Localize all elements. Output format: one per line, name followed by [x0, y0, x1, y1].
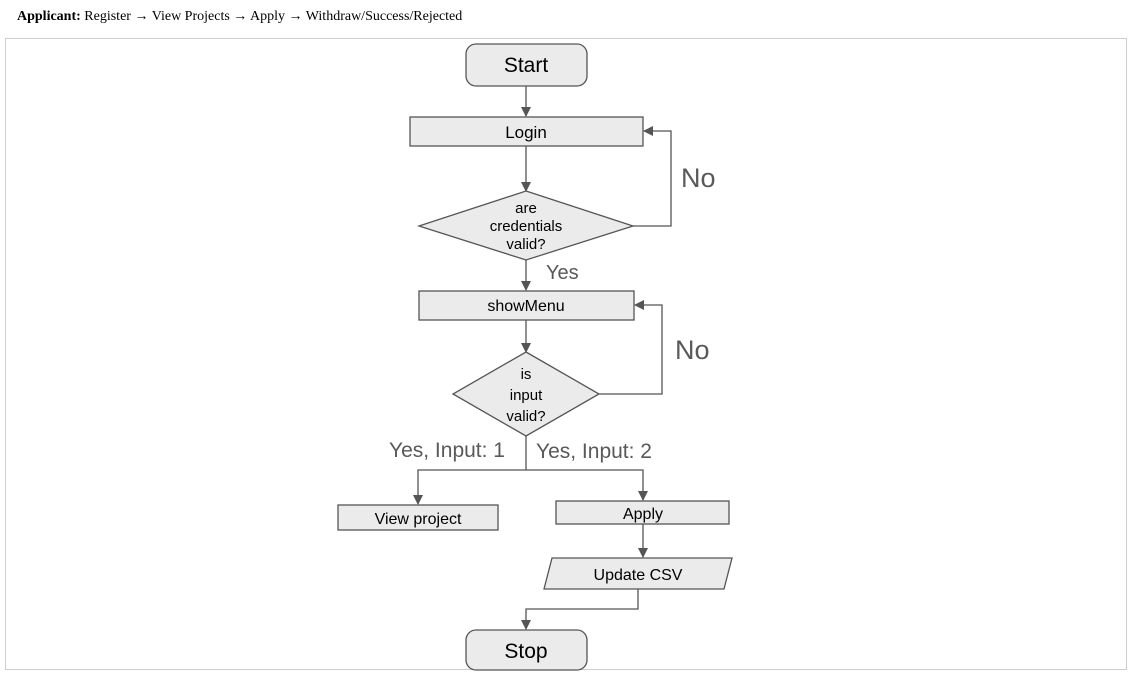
input-label-line3: valid? — [506, 408, 545, 425]
credentials-yes-label: Yes — [546, 262, 579, 284]
view-project-label: View project — [375, 511, 462, 528]
input-yes-1-label: Yes, Input: 1 — [389, 439, 505, 462]
node-stop — [465, 629, 588, 671]
edge-input-yes-1 — [413, 436, 527, 505]
node-apply — [555, 500, 730, 525]
credentials-no-label: No — [681, 163, 716, 193]
credentials-label-line1: are — [515, 200, 537, 217]
node-show-menu — [418, 290, 635, 321]
apply-label: Apply — [623, 506, 663, 523]
caption-flow: Register → View Projects → Apply → Withd… — [84, 9, 463, 24]
input-label-line2: input — [510, 387, 543, 404]
edge-update-stop — [521, 589, 639, 630]
input-label-line1: is — [521, 366, 532, 383]
node-update-csv — [543, 557, 733, 590]
start-label: Start — [504, 54, 549, 77]
stop-label: Stop — [504, 640, 547, 663]
node-start — [465, 43, 588, 87]
node-credentials-decision — [416, 190, 636, 261]
edge-input-yes-2 — [526, 469, 648, 501]
input-no-label: No — [675, 335, 710, 365]
input-yes-2-label: Yes, Input: 2 — [536, 440, 652, 463]
show-menu-label: showMenu — [487, 298, 564, 315]
credentials-label-line2: credentials — [490, 218, 563, 235]
node-login — [409, 116, 644, 147]
login-label: Login — [505, 123, 547, 142]
edge-credentials-no — [633, 126, 672, 227]
update-csv-label: Update CSV — [594, 567, 683, 584]
edge-input-no — [599, 300, 663, 395]
node-input-decision — [451, 351, 601, 437]
node-view-project — [337, 504, 499, 531]
page-caption: Applicant: Register → View Projects → Ap… — [17, 9, 462, 25]
caption-role: Applicant: — [17, 9, 81, 24]
credentials-label-line3: valid? — [506, 236, 545, 253]
